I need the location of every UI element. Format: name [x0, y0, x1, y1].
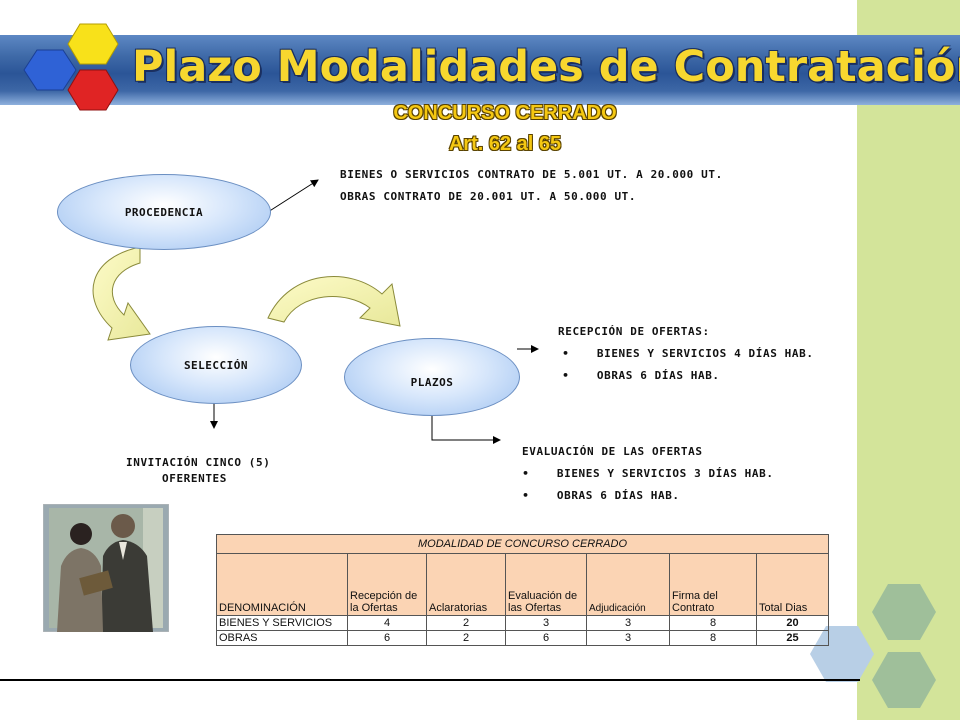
- recepcion-heading: RECEPCIÓN DE OFERTAS:: [558, 325, 710, 338]
- bottom-divider: [0, 679, 860, 681]
- recepcion-item-label: OBRAS 6 DÍAS HAB.: [596, 369, 720, 382]
- decorative-hexagons: [810, 584, 936, 708]
- plazos-node: PLAZOS: [344, 338, 520, 416]
- plazos-label: PLAZOS: [410, 375, 454, 389]
- table-cell: 20: [756, 615, 829, 631]
- table-cell: OBRAS: [216, 630, 348, 646]
- bullet-icon: •: [522, 489, 530, 502]
- hexagon-green-icon: [872, 584, 936, 640]
- table-cell: 6: [347, 630, 427, 646]
- curved-arrow-top-icon: [267, 276, 401, 327]
- table-row: BIENES Y SERVICIOS 4 2 3 3 8 20: [216, 615, 829, 631]
- recepcion-item: • BIENES Y SERVICIOS 4 DÍAS HAB.: [562, 347, 814, 360]
- column-header: Adjudicación: [586, 553, 670, 616]
- table-cell: 2: [426, 615, 506, 631]
- hexagon-green-icon: [872, 652, 936, 708]
- procedencia-line-2: OBRAS CONTRATO DE 20.001 UT. A 50.000 UT…: [340, 190, 637, 203]
- table-cell: 2: [426, 630, 506, 646]
- business-people-image: [43, 504, 169, 632]
- table-cell: 3: [586, 615, 670, 631]
- hexagon-yellow-icon: [67, 23, 119, 65]
- procedencia-arrow: [267, 179, 319, 213]
- table-cell: 8: [669, 615, 757, 631]
- plazos-evaluacion-arrow: [431, 413, 501, 444]
- table-cell: BIENES Y SERVICIOS: [216, 615, 348, 631]
- table-caption: MODALIDAD DE CONCURSO CERRADO: [216, 534, 829, 554]
- recepcion-item-label: BIENES Y SERVICIOS 4 DÍAS HAB.: [596, 347, 814, 360]
- curved-arrow-left-icon: [92, 246, 151, 341]
- title-band: [0, 35, 960, 105]
- bullet-icon: •: [562, 369, 570, 382]
- seleccion-note-line-2: OFERENTES: [162, 472, 228, 485]
- column-header: Recepción de la Ofertas: [347, 553, 427, 616]
- evaluacion-heading: EVALUACIÓN DE LAS OFERTAS: [522, 445, 703, 458]
- subtitle-line-1: CONCURSO CERRADO: [393, 102, 617, 124]
- column-header: Total Dias: [756, 553, 829, 616]
- column-header: Evaluación de las Ofertas: [505, 553, 587, 616]
- column-header: DENOMINACIÓN: [216, 553, 348, 616]
- evaluacion-item: • OBRAS 6 DÍAS HAB.: [522, 489, 680, 502]
- bullet-icon: •: [522, 467, 530, 480]
- procedencia-label: PROCEDENCIA: [124, 205, 204, 219]
- table-cell: 6: [505, 630, 587, 646]
- subtitle-line-2: Art. 62 al 65: [448, 133, 562, 155]
- table-cell: 3: [505, 615, 587, 631]
- hexagon-red-icon: [67, 69, 119, 111]
- table-cell: 3: [586, 630, 670, 646]
- table-cell: 8: [669, 630, 757, 646]
- column-header: Firma del Contrato: [669, 553, 757, 616]
- recepcion-item: • OBRAS 6 DÍAS HAB.: [562, 369, 720, 382]
- bullet-icon: •: [562, 347, 570, 360]
- modalidad-table: MODALIDAD DE CONCURSO CERRADO DENOMINACI…: [216, 534, 829, 646]
- slide-title: Plazo Modalidades de Contratación: [132, 42, 960, 92]
- table-cell: 4: [347, 615, 427, 631]
- evaluacion-item-label: BIENES Y SERVICIOS 3 DÍAS HAB.: [556, 467, 774, 480]
- procedencia-node: PROCEDENCIA: [57, 174, 271, 250]
- hexagon-blue-icon: [23, 49, 77, 91]
- hexagon-logo-icon: [23, 23, 119, 111]
- column-header: Aclaratorias: [426, 553, 506, 616]
- seleccion-node: SELECCIÓN: [130, 326, 302, 404]
- flow-connectors: [92, 179, 539, 444]
- procedencia-line-1: BIENES O SERVICIOS CONTRATO DE 5.001 UT.…: [340, 168, 723, 181]
- seleccion-label: SELECCIÓN: [183, 358, 249, 372]
- table-row: OBRAS 6 2 6 3 8 25: [216, 630, 829, 646]
- evaluacion-item: • BIENES Y SERVICIOS 3 DÍAS HAB.: [522, 467, 774, 480]
- table-cell: 25: [756, 630, 829, 646]
- seleccion-note-line-1: INVITACIÓN CINCO (5): [126, 456, 271, 469]
- evaluacion-item-label: OBRAS 6 DÍAS HAB.: [556, 489, 680, 502]
